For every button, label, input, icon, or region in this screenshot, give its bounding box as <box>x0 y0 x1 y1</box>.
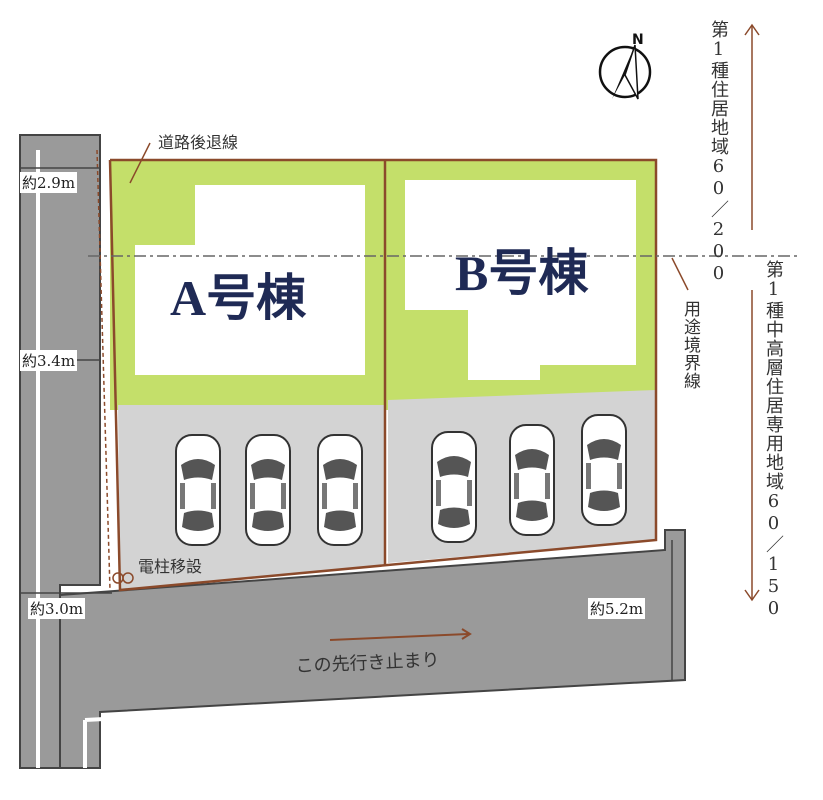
lot-boundary <box>108 158 658 592</box>
parking-cars <box>175 414 627 546</box>
compass-rose-icon <box>598 44 652 100</box>
pole-relocation-label: 電柱移設 <box>138 557 203 576</box>
lot-a-label: A号棟 <box>170 270 307 326</box>
car-icon <box>245 434 291 546</box>
dimension-label: 約3.0m <box>28 598 86 619</box>
building-b-footprint <box>405 180 636 380</box>
lot-b-label: B号棟 <box>455 245 589 301</box>
car-icon <box>317 434 363 546</box>
upper-zone-label: 第1種住居地域60／200 <box>708 20 729 285</box>
setback-line-label: 道路後退線 <box>158 133 239 152</box>
direction-arrow <box>329 633 469 641</box>
car-icon <box>509 424 555 536</box>
building-a-footprint <box>135 185 365 375</box>
dimension-label: 約5.2m <box>588 598 646 619</box>
road-edge-line <box>83 688 666 768</box>
dimension-label: 約3.4m <box>20 350 78 371</box>
zone-indicators <box>744 23 760 602</box>
compass-north-label: N <box>632 32 644 48</box>
dimension-label: 約2.9m <box>20 172 78 193</box>
car-icon <box>175 434 221 546</box>
car-icon <box>581 414 627 526</box>
setback-line <box>96 149 111 591</box>
utility-pole-icon <box>112 572 134 584</box>
car-icon <box>431 431 477 543</box>
use-boundary-label: 用途境界線 <box>680 300 700 390</box>
lower-zone-label: 第1種中高層住居専用地域60／150 <box>763 260 784 620</box>
